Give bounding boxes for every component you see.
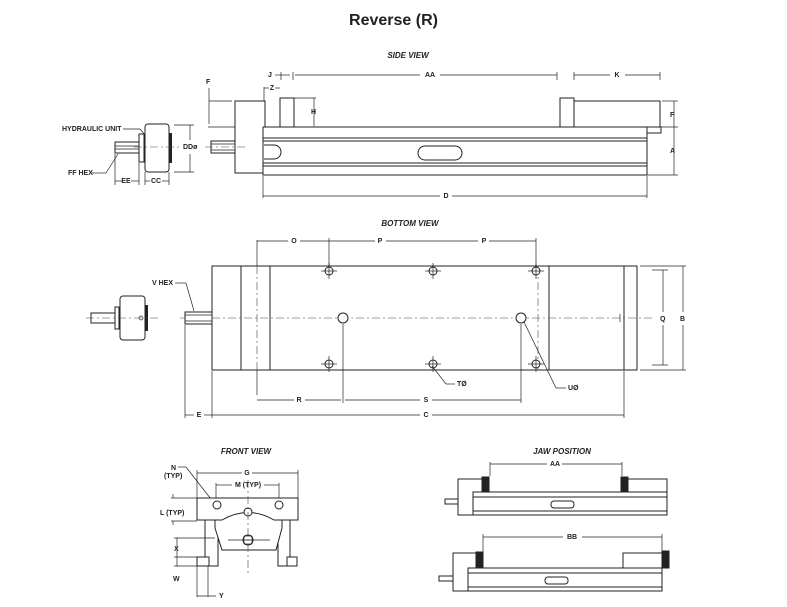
bottom-view: BOTTOM VIEW O P P [86, 219, 686, 419]
dim-h: H [311, 109, 316, 116]
side-view: SIDE VIEW J AA K Z F H [205, 51, 678, 200]
jaw-dim-aa: AA [550, 461, 560, 468]
dim-j: J [268, 72, 272, 79]
v-hex-label: V HEX [152, 280, 173, 287]
dim-w: W [173, 576, 180, 583]
dim-e: E [197, 412, 202, 419]
dim-p-2: P [482, 238, 487, 245]
hydraulic-unit-detail: HYDRAULIC UNIT DDø FF HEX EE CC [62, 123, 198, 185]
dim-n: N [171, 465, 176, 472]
dim-t: TØ [457, 381, 467, 388]
front-view: FRONT VIEW G M (TYP) N (TYP) L (TYP) [160, 447, 299, 600]
hydraulic-unit-label: HYDRAULIC UNIT [62, 126, 122, 133]
dim-z: Z [270, 85, 275, 92]
dim-ee: EE [121, 178, 131, 185]
dim-q: Q [660, 316, 666, 323]
dim-aa: AA [425, 72, 435, 79]
dim-b: B [680, 316, 685, 323]
dim-y: Y [219, 593, 224, 600]
front-view-title: FRONT VIEW [221, 447, 273, 456]
page-title: Reverse (R) [349, 12, 438, 29]
dim-cc: CC [151, 178, 161, 185]
dim-g: G [244, 470, 250, 477]
ff-hex-label: FF HEX [68, 170, 93, 177]
dim-f-left: F [206, 79, 211, 86]
jaw-position-title: JAW POSITION [533, 447, 591, 456]
bottom-view-title: BOTTOM VIEW [381, 219, 440, 228]
dim-x: X [174, 546, 179, 553]
dim-c: C [423, 412, 428, 419]
side-view-title: SIDE VIEW [387, 51, 430, 60]
mount-holes [321, 263, 621, 372]
dim-p-1: P [378, 238, 383, 245]
dim-r: R [296, 397, 301, 404]
dim-a: A [670, 148, 675, 155]
dim-s: S [424, 397, 429, 404]
jaw-dim-bb: BB [567, 534, 577, 541]
dim-n-typ: (TYP) [164, 473, 182, 480]
dim-l: L (TYP) [160, 510, 184, 517]
dim-k: K [614, 72, 619, 79]
dim-u: UØ [568, 385, 579, 392]
dim-o: O [291, 238, 297, 245]
dim-d: D [443, 193, 448, 200]
dim-dd: DDø [183, 144, 198, 151]
dim-f-right: F [670, 112, 675, 119]
jaw-position-view: JAW POSITION AA BB [438, 447, 670, 592]
